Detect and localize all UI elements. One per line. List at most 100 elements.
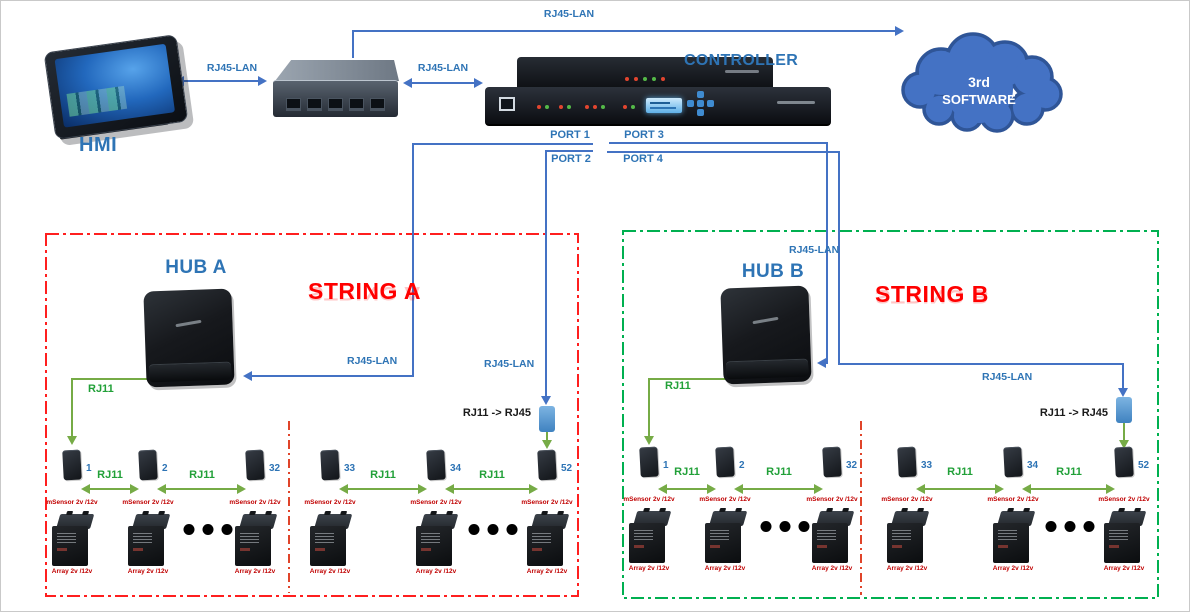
battery-block — [415, 511, 459, 566]
switch-port — [286, 98, 301, 111]
status-leds — [537, 105, 541, 109]
rj45-lan-label-hub-b-top: RJ45-LAN — [789, 244, 840, 256]
battery-block — [127, 511, 171, 566]
battery-sensor-52 — [537, 449, 557, 481]
port2-label: PORT 2 — [551, 153, 591, 165]
arrowhead — [1106, 484, 1115, 494]
arrowhead — [644, 436, 654, 445]
port1-label: PORT 1 — [550, 129, 590, 141]
cloud-fill — [905, 36, 1059, 129]
hub-a-device — [143, 288, 235, 388]
battery-sensor-33 — [897, 446, 917, 478]
battery-block — [628, 508, 672, 563]
arrowhead — [339, 484, 348, 494]
arrowhead — [916, 484, 925, 494]
ethernet-switch — [273, 80, 398, 117]
battery-sensor-52 — [1114, 446, 1134, 478]
arrowhead — [734, 484, 743, 494]
battery-caption: Array 2v /12v — [811, 565, 853, 572]
arrowhead — [445, 484, 454, 494]
battery-caption: Array 2v /12v — [886, 565, 928, 572]
sensor-number: 32 — [269, 463, 281, 474]
ellipsis-dots — [760, 521, 810, 532]
hub-b-device — [720, 285, 812, 385]
battery-block — [51, 511, 95, 566]
arrowhead — [237, 484, 246, 494]
rj11-link-label: RJ11 — [370, 469, 396, 481]
sensor-number: 2 — [162, 463, 168, 474]
arrowhead — [814, 484, 823, 494]
string-b-box: RJ45-LAN HUB B STRING B STRING B RJ45-LA… — [623, 231, 1158, 598]
string-a-box: HUB A STRING A STRING A RJ45-LAN RJ45-LA… — [46, 234, 578, 596]
arrowhead — [81, 484, 90, 494]
hmi-label: HMI — [79, 134, 118, 156]
rj11-to-rj45-label-b: RJ11 -> RJ45 — [1039, 407, 1108, 419]
arrowhead — [418, 484, 427, 494]
rj11-link-label: RJ11 — [479, 469, 505, 481]
port4-label: PORT 4 — [623, 153, 663, 165]
battery-block — [309, 511, 353, 566]
arrowhead — [67, 436, 77, 445]
rj45-lan-label-hub-a: RJ45-LAN — [347, 355, 398, 367]
battery-caption: Array 2v /12v — [526, 568, 568, 575]
controller-label: CONTROLLER — [684, 52, 799, 69]
arrowhead — [157, 484, 166, 494]
third-party-cloud: 3rd SOFTWARE — [901, 32, 1063, 133]
battery-sensor-1 — [62, 449, 82, 481]
rj45-lan-label-switch-controller: RJ45-LAN — [417, 62, 469, 74]
battery-sensor-2 — [715, 446, 735, 478]
battery-sensor-33 — [320, 449, 340, 481]
battery-caption: Array 2v /12v — [704, 565, 746, 572]
arrowhead — [1022, 484, 1031, 494]
rj11-link-label: RJ11 — [1056, 466, 1082, 478]
brand-logo — [725, 70, 759, 73]
rj11-link-label: RJ11 — [97, 469, 123, 481]
arrowhead — [258, 76, 267, 86]
sensor-caption: mSensor 2v /12v — [229, 499, 281, 506]
brand-logo — [777, 101, 815, 104]
battery-caption: Array 2v /12v — [51, 568, 93, 575]
port4-to-adapter-b — [607, 151, 1124, 388]
arrowhead — [542, 440, 552, 449]
sensor-number: 52 — [1138, 460, 1150, 471]
arrowhead — [1119, 440, 1129, 449]
sensor-number: 1 — [663, 460, 669, 471]
battery-sensor-32 — [822, 446, 842, 478]
hub-a-label: HUB A — [165, 257, 227, 278]
switch-port — [328, 98, 343, 111]
ellipsis-dots — [468, 524, 518, 535]
ellipsis-dots — [183, 524, 233, 535]
cloud-text-line1: 3rd — [968, 74, 990, 90]
sensor-number: 52 — [561, 463, 573, 474]
battery-sensor-34 — [1003, 446, 1023, 478]
battery-caption: Array 2v /12v — [1103, 565, 1145, 572]
sensor-caption: mSensor 2v /12v — [410, 499, 462, 506]
nav-keypad — [697, 100, 704, 107]
sensor-caption: mSensor 2v /12v — [806, 496, 858, 503]
sensor-caption: mSensor 2v /12v — [304, 499, 356, 506]
port1-to-hub-a — [245, 143, 593, 377]
sensor-number: 34 — [450, 463, 462, 474]
switch-port — [349, 98, 364, 111]
arrowhead — [403, 78, 412, 88]
rj45-lan-label-port4-line: RJ45-LAN — [982, 371, 1033, 383]
battery-caption: Array 2v /12v — [309, 568, 351, 575]
string-a-title-reflection: STRING A — [308, 282, 422, 305]
rj11-label-hub-a: RJ11 — [88, 383, 114, 395]
sensor-caption: mSensor 2v /12v — [521, 499, 573, 506]
rj11-to-rj45-adapter-b — [1116, 397, 1132, 423]
sensor-caption: mSensor 2v /12v — [122, 499, 174, 506]
sensor-number: 33 — [921, 460, 933, 471]
sensor-caption: mSensor 2v /12v — [881, 496, 933, 503]
battery-caption: Array 2v /12v — [234, 568, 276, 575]
port3-label: PORT 3 — [624, 129, 664, 141]
rj11-link-label: RJ11 — [189, 469, 215, 481]
battery-caption: Array 2v /12v — [415, 568, 457, 575]
switch-port — [370, 98, 385, 111]
arrowhead — [995, 484, 1004, 494]
sensor-caption: mSensor 2v /12v — [699, 496, 751, 503]
battery-caption: Array 2v /12v — [992, 565, 1034, 572]
rj11-link-label: RJ11 — [674, 466, 700, 478]
arrowhead — [895, 26, 904, 36]
